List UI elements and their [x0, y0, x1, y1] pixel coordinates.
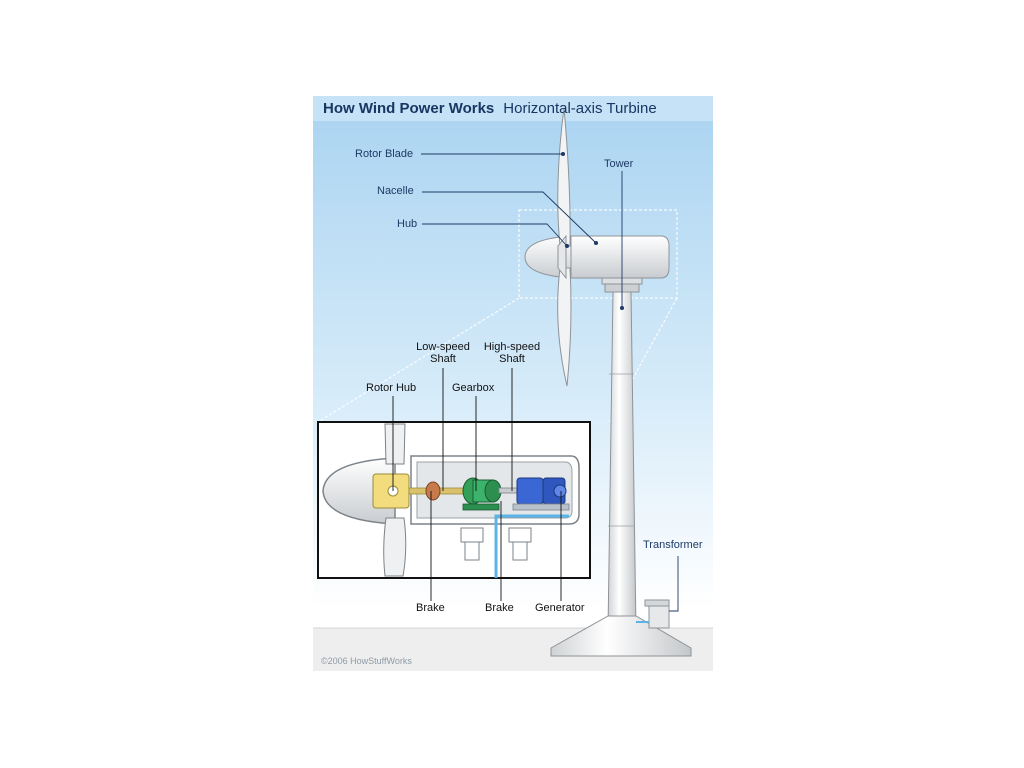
brake-1-component	[425, 481, 441, 501]
transformer-component	[636, 556, 679, 629]
wind-turbine-diagram: How Wind Power Works Horizontal-axis Tur…	[313, 96, 713, 671]
label-nacelle: Nacelle	[377, 185, 414, 197]
label-rotor-blade: Rotor Blade	[355, 148, 414, 160]
rotor-blades	[557, 107, 572, 387]
label-transformer: Transformer	[643, 539, 703, 551]
diagram-canvas	[313, 96, 713, 671]
title-bar-bg	[313, 96, 713, 121]
label-low-speed-shaft-line1: Low-speed	[416, 341, 470, 353]
label-rotor-hub: Rotor Hub	[366, 382, 417, 394]
title-bar: How Wind Power Works Horizontal-axis Tur…	[313, 96, 713, 121]
page-subtitle: Horizontal-axis Turbine	[503, 100, 657, 117]
label-brake-1: Brake	[416, 602, 445, 614]
label-tower: Tower	[604, 158, 634, 170]
leader-lines-inset	[392, 368, 562, 601]
label-hub: Hub	[397, 218, 418, 230]
gearbox-component	[462, 477, 502, 511]
label-low-speed-shaft-line2: Shaft	[430, 353, 456, 365]
generator-component	[512, 477, 570, 511]
label-high-speed-shaft-line1: High-speed	[483, 341, 541, 353]
copyright-text: ©2006 HowStuffWorks	[321, 656, 412, 666]
page-title: How Wind Power Works	[323, 100, 495, 117]
label-generator: Generator	[535, 602, 585, 614]
leader-lines-top	[421, 151, 625, 311]
label-gearbox: Gearbox	[452, 382, 495, 394]
nacelle-cutaway-inset	[317, 421, 591, 579]
label-brake-2: Brake	[485, 602, 514, 614]
label-high-speed-shaft-line2: Shaft	[499, 353, 525, 365]
